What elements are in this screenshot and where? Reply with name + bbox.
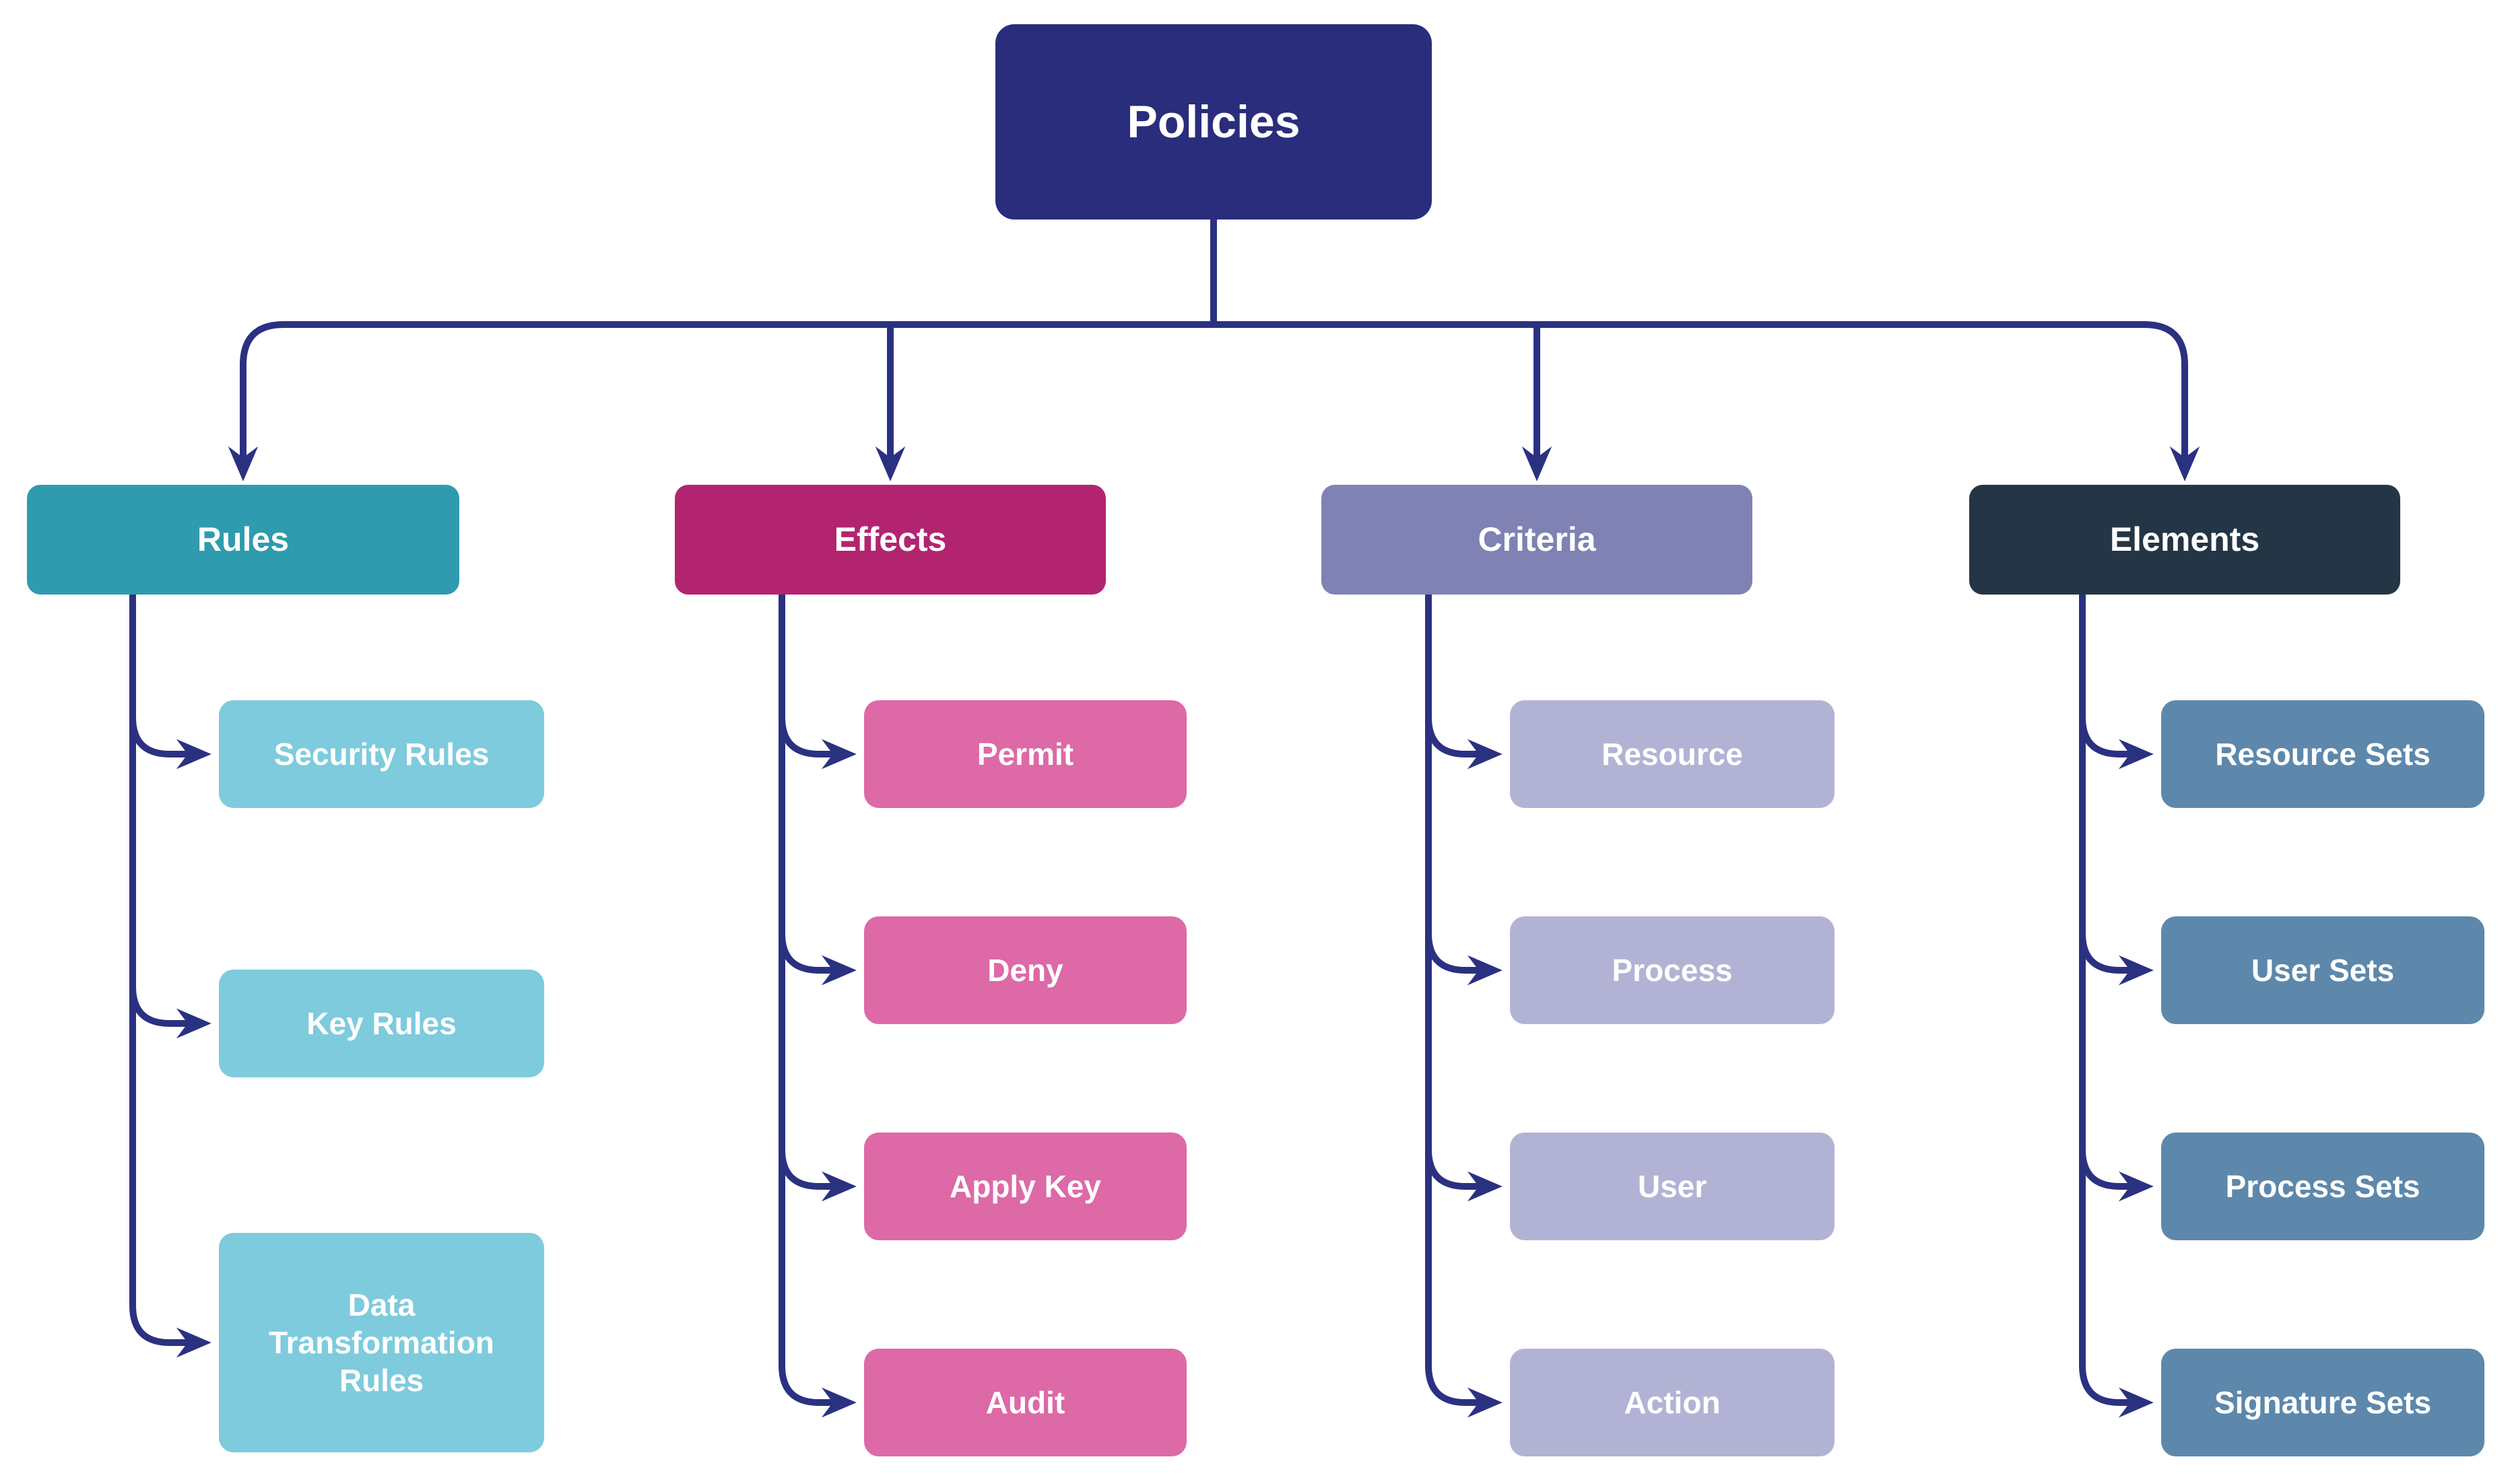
node-policies-label: Policies <box>1127 96 1300 147</box>
connector-rules-elbow-2 <box>129 986 211 1039</box>
connector-effects-elbow-1 <box>779 716 857 770</box>
connector-effects-elbow-2 <box>779 933 857 986</box>
node-action-label: Action <box>1624 1384 1721 1420</box>
node-resource-sets: Resource Sets <box>2161 700 2484 808</box>
node-resource-sets-label: Resource Sets <box>2215 736 2431 772</box>
node-permit-label: Permit <box>977 736 1074 772</box>
node-resource-label: Resource <box>1602 736 1743 772</box>
node-criteria-label: Criteria <box>1478 520 1596 558</box>
node-apply-key: Apply Key <box>864 1133 1187 1240</box>
connector-rules-trunk <box>129 595 211 1358</box>
node-effects: Effects <box>675 485 1106 595</box>
connector-elements-trunk <box>2079 595 2154 1418</box>
connector-effects-trunk <box>779 595 857 1418</box>
node-permit: Permit <box>864 700 1187 808</box>
node-audit-label: Audit <box>985 1384 1065 1420</box>
node-data-transformation-rules: Data Transformation Rules <box>219 1233 544 1452</box>
node-elements-label: Elements <box>2109 520 2260 558</box>
node-process: Process <box>1510 916 1835 1024</box>
node-key-rules-label: Key Rules <box>306 1005 457 1041</box>
connector-effects-elbow-3 <box>779 1149 857 1202</box>
node-policies: Policies <box>995 24 1432 220</box>
node-rules-label: Rules <box>197 520 290 558</box>
connector-criteria-trunk <box>1425 595 1503 1418</box>
connector-elements-elbow-3 <box>2079 1149 2154 1202</box>
node-process-sets-label: Process Sets <box>2225 1168 2420 1204</box>
node-elements: Elements <box>1969 485 2400 595</box>
node-action: Action <box>1510 1349 1835 1456</box>
node-deny-label: Deny <box>987 952 1063 988</box>
node-criteria: Criteria <box>1321 485 1752 595</box>
node-user: User <box>1510 1133 1835 1240</box>
node-signature-sets-label: Signature Sets <box>2214 1384 2432 1420</box>
node-security-rules-label: Security Rules <box>273 736 490 772</box>
connector-fan-main <box>228 321 2200 481</box>
node-rules: Rules <box>27 485 459 595</box>
connector-criteria-elbow-1 <box>1425 716 1503 770</box>
node-audit: Audit <box>864 1349 1187 1456</box>
node-process-sets: Process Sets <box>2161 1133 2484 1240</box>
node-signature-sets: Signature Sets <box>2161 1349 2484 1456</box>
node-process-label: Process <box>1612 952 1733 988</box>
node-effects-label: Effects <box>834 520 947 558</box>
node-resource: Resource <box>1510 700 1835 808</box>
node-security-rules: Security Rules <box>219 700 544 808</box>
node-user-sets-label: User Sets <box>2251 952 2395 988</box>
connector-rules-elbow-1 <box>129 716 211 770</box>
node-apply-key-label: Apply Key <box>950 1168 1101 1204</box>
node-user-sets: User Sets <box>2161 916 2484 1024</box>
connector-elements-elbow-2 <box>2079 933 2154 986</box>
connector-criteria-elbow-2 <box>1425 933 1503 986</box>
node-user-label: User <box>1637 1168 1707 1204</box>
connector-elements-elbow-1 <box>2079 716 2154 770</box>
node-deny: Deny <box>864 916 1187 1024</box>
node-key-rules: Key Rules <box>219 970 544 1077</box>
connector-criteria-elbow-3 <box>1425 1149 1503 1202</box>
node-data-transformation-rules-label: Data Transformation Rules <box>269 1287 494 1398</box>
